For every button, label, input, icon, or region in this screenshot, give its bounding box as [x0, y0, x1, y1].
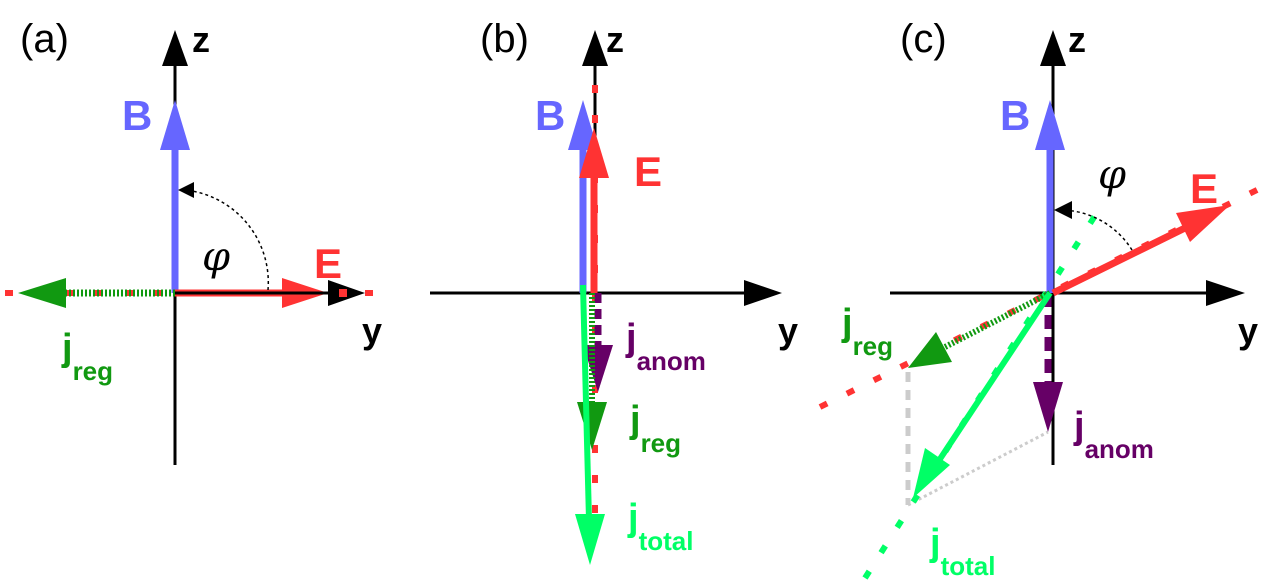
- panel-a: (a) z y B E jreg φ: [5, 17, 382, 465]
- angle-arrowhead: [1054, 201, 1072, 219]
- e-label: E: [314, 240, 342, 287]
- j-anom-arrowhead: [1033, 382, 1063, 432]
- j-total-arrowhead: [913, 448, 950, 498]
- j-reg-arrowhead: [577, 402, 607, 450]
- j-reg-label: jreg: [61, 327, 113, 386]
- angle-arrowhead: [178, 182, 194, 198]
- j-reg-sub: reg: [641, 428, 681, 458]
- e-vector-arrowhead: [579, 128, 609, 178]
- e-label: E: [634, 148, 662, 195]
- b-label: B: [122, 92, 152, 139]
- projection-line: [907, 430, 1049, 507]
- j-reg-main: j: [841, 302, 853, 344]
- j-total-sub: total: [941, 551, 996, 581]
- j-anom-main: j: [625, 317, 637, 359]
- j-total-label: jtotal: [929, 522, 995, 581]
- j-total-main: j: [627, 497, 639, 539]
- angle-arc: [184, 189, 270, 291]
- z-axis-label: z: [192, 19, 210, 60]
- b-vector-arrowhead: [568, 100, 598, 150]
- j-anom-label: janom: [625, 317, 706, 376]
- j-reg-sub: reg: [853, 331, 893, 361]
- j-reg-arrowhead: [18, 278, 66, 308]
- j-reg-main: j: [629, 399, 641, 441]
- j-total-arrowhead: [575, 514, 605, 565]
- j-reg-arrowhead: [908, 332, 952, 368]
- z-axis-label: z: [1068, 19, 1086, 60]
- j-reg-main: j: [61, 327, 73, 369]
- e-vector-arrowhead: [1176, 205, 1230, 242]
- z-axis-arrowhead: [1040, 30, 1066, 66]
- panel-a-label: (a): [20, 17, 69, 61]
- e-label: E: [1190, 165, 1218, 212]
- panel-b: (b) y z B E janom jreg jtotal: [430, 17, 798, 565]
- panel-c: (c) y z B E φ janom jreg: [818, 17, 1267, 581]
- j-reg-label: jreg: [629, 399, 681, 458]
- j-anom-sub: anom: [1085, 434, 1154, 464]
- j-total-vector: [580, 284, 592, 521]
- b-vector-arrowhead: [1035, 100, 1065, 150]
- y-axis-label: y: [1238, 310, 1258, 351]
- phi-label: φ: [1098, 152, 1126, 198]
- phi-label: φ: [202, 234, 230, 280]
- b-label: B: [1000, 92, 1030, 139]
- y-axis-label: y: [362, 310, 382, 351]
- j-anom-main: j: [1073, 405, 1085, 447]
- y-axis-arrowhead: [744, 280, 782, 306]
- angle-arc: [1061, 209, 1133, 251]
- j-reg-sub: reg: [73, 356, 113, 386]
- e-vector: [1051, 224, 1187, 297]
- b-label: B: [535, 92, 565, 139]
- y-axis-label: y: [778, 310, 798, 351]
- j-total-label: jtotal: [627, 497, 693, 556]
- j-total-vector: [935, 291, 1053, 464]
- z-axis-label: z: [606, 19, 624, 60]
- panel-b-label: (b): [480, 17, 529, 61]
- j-reg-label: jreg: [841, 302, 893, 361]
- e-line-dot: [339, 289, 347, 297]
- panel-c-label: (c): [900, 17, 947, 61]
- j-total-main: j: [929, 522, 941, 564]
- j-anom-arrowhead: [583, 345, 613, 392]
- j-anom-label: janom: [1073, 405, 1154, 464]
- j-total-sub: total: [639, 526, 694, 556]
- y-axis-arrowhead: [1206, 280, 1245, 306]
- z-axis-arrowhead: [162, 30, 188, 66]
- b-vector-arrowhead: [160, 100, 190, 150]
- j-anom-sub: anom: [637, 346, 706, 376]
- z-axis-arrowhead: [582, 30, 608, 66]
